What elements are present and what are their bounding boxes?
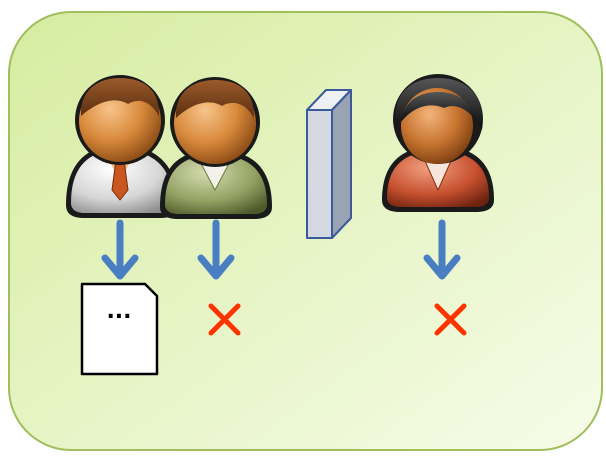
- document-icon: ...: [80, 282, 159, 376]
- arrow-person2-to-denied: [197, 219, 235, 280]
- arrow-person1-to-document: [101, 219, 139, 280]
- scene-panel: [8, 11, 603, 451]
- person-red-icon: [382, 74, 494, 212]
- person-with-tie-icon: [66, 75, 178, 218]
- denied-mark-person3: [434, 303, 467, 336]
- denied-mark-person2: [208, 303, 241, 336]
- document-text: ...: [106, 299, 131, 324]
- barrier-wall: [306, 89, 352, 239]
- person-green-icon: [160, 77, 272, 219]
- arrow-person3-to-denied: [423, 219, 461, 280]
